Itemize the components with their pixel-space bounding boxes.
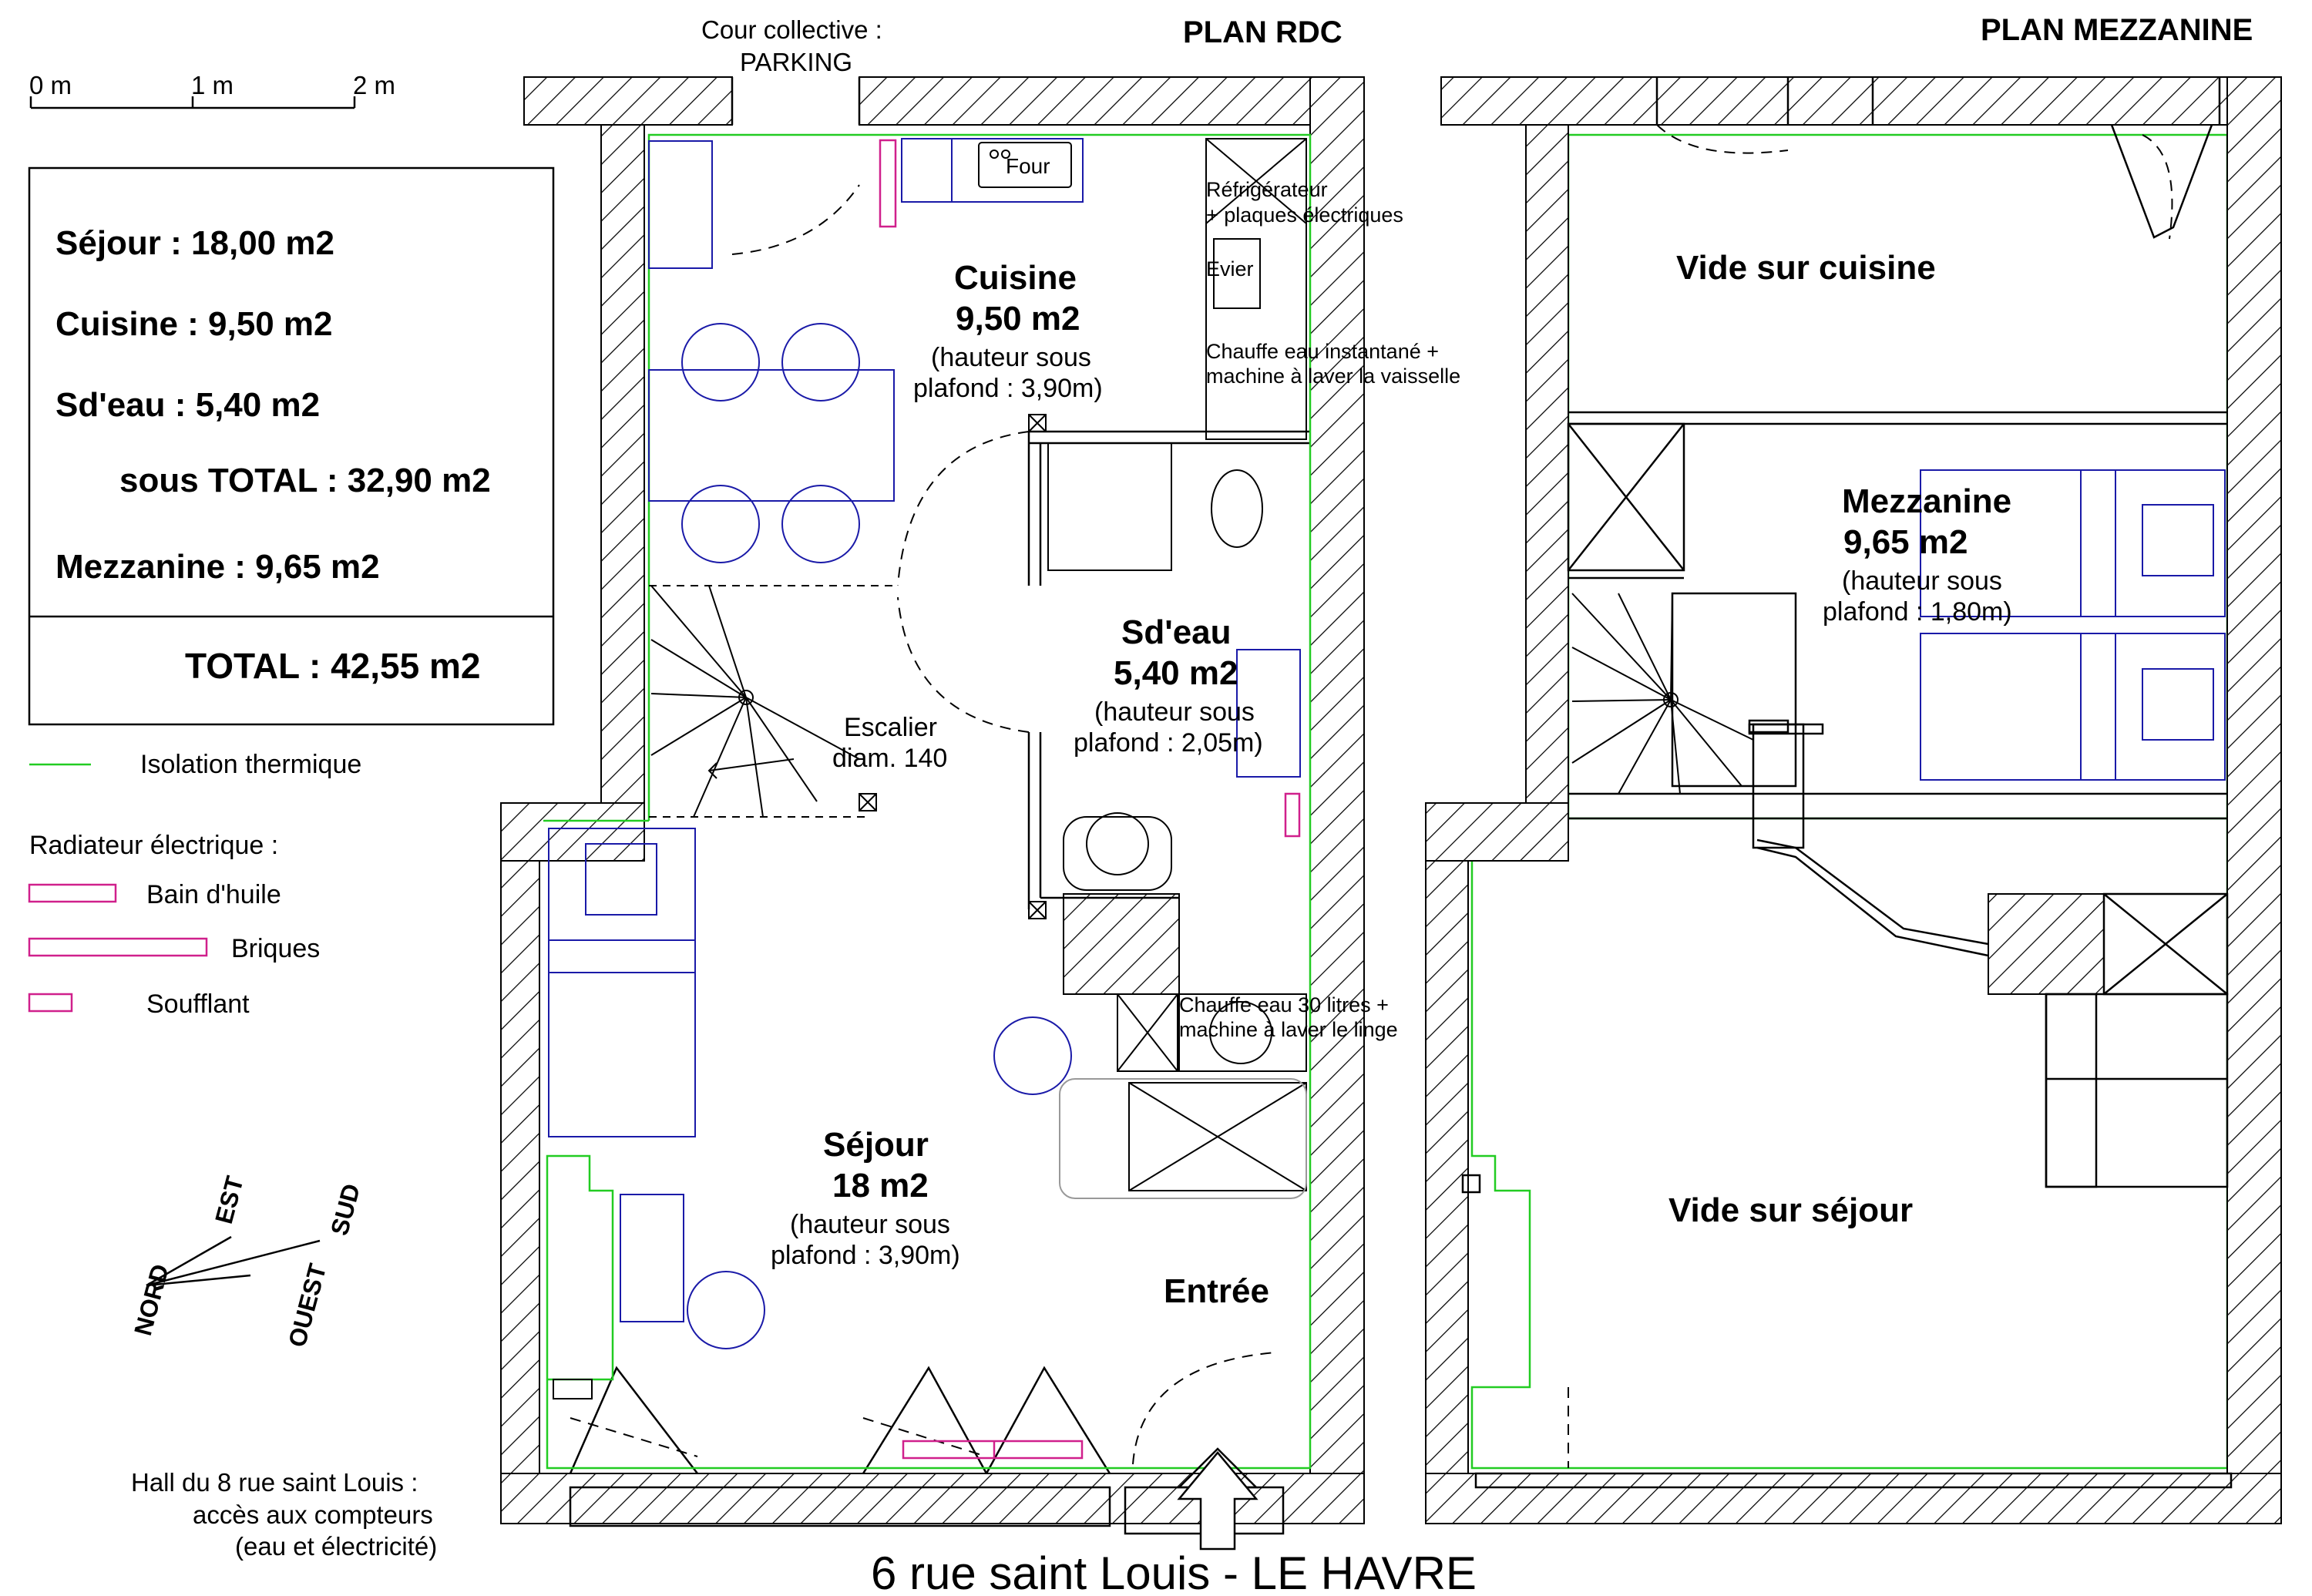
chauffe30-label-1: Chauffe eau 30 litres +: [1179, 993, 1389, 1016]
legend-bain-huile-label: Bain d'huile: [146, 880, 281, 909]
vide-sejour-label: Vide sur séjour: [1668, 1191, 1913, 1229]
area-total: TOTAL : 42,55 m2: [185, 646, 480, 686]
compass-ouest: OUEST: [283, 1261, 331, 1350]
rdc-window-swings: [569, 1366, 1111, 1474]
room-sejour-area: 18 m2: [832, 1167, 929, 1205]
area-cuisine: Cuisine : 9,50 m2: [55, 305, 332, 343]
legend-briques-label: Briques: [231, 934, 320, 963]
room-cuisine-area: 9,50 m2: [956, 300, 1080, 338]
room-sdeau-area: 5,40 m2: [1114, 654, 1238, 692]
room-mezzanine-name: Mezzanine: [1842, 482, 2011, 520]
legend-soufflant-label: Soufflant: [146, 990, 250, 1019]
frigo-label-2: + plaques électriques: [1206, 203, 1403, 227]
room-mezzanine-height-2: plafond : 1,80m): [1823, 597, 2012, 627]
rdc-interior-lines: [569, 77, 1310, 1535]
room-sejour-height-2: plafond : 3,90m): [771, 1241, 960, 1270]
mezzanine-window-line: [2110, 124, 2213, 239]
legend-insulation-label: Isolation thermique: [140, 750, 361, 779]
four-label: Four: [1006, 154, 1050, 178]
room-mezzanine-height-1: (hauteur sous: [1842, 566, 2002, 596]
mezzanine-lines: [1461, 77, 2233, 1489]
rdc-furniture: [548, 138, 2226, 1349]
vide-cuisine-label: Vide sur cuisine: [1676, 249, 1936, 287]
escalier-label-1: Escalier: [844, 713, 937, 742]
room-mezzanine-area: 9,65 m2: [1843, 523, 1968, 561]
area-subtotal: sous TOTAL : 32,90 m2: [119, 462, 491, 499]
area-summary-box: [28, 166, 555, 726]
compass-nord: NORD: [129, 1261, 174, 1338]
area-mezzanine: Mezzanine : 9,65 m2: [55, 548, 380, 586]
chauffe30-label-2: machine à laver le linge: [1179, 1018, 1398, 1041]
room-sejour-name: Séjour: [823, 1126, 929, 1164]
mezzanine-walls: [1425, 76, 2282, 1524]
hall-label-1: Hall du 8 rue saint Louis :: [131, 1468, 418, 1497]
room-sejour-height-1: (hauteur sous: [790, 1210, 950, 1239]
footer-address: 6 rue saint Louis - LE HAVRE: [871, 1547, 1477, 1596]
room-sdeau-name: Sd'eau: [1121, 613, 1232, 651]
meter-symbol: [553, 1379, 593, 1399]
entrance-arrow-shape: [1177, 1451, 1258, 1551]
heading-plan-mezzanine: PLAN MEZZANINE: [1981, 13, 2253, 47]
legend-briques-swatch: [28, 937, 208, 957]
scale-label-2: 2 m: [353, 71, 395, 99]
legend-soufflant-swatch: [28, 993, 73, 1013]
hall-label-2: accès aux compteurs: [193, 1500, 433, 1529]
room-cuisine-name: Cuisine: [954, 259, 1077, 297]
chauffe-inst-label-1: Chauffe eau instantané +: [1206, 340, 1439, 363]
evier-label: Evier: [1206, 257, 1254, 281]
compass: [146, 1235, 321, 1287]
scale-bar: [29, 96, 356, 109]
legend-radiator-title: Radiateur électrique :: [29, 831, 278, 860]
cour-label-1: Cour collective :: [701, 15, 882, 44]
mezzanine-stairs: [1571, 593, 1754, 795]
rdc-doors: [570, 184, 1276, 1465]
room-sdeau-height-2: plafond : 2,05m): [1074, 728, 1263, 758]
rdc-appliances: [978, 138, 1307, 1199]
escalier-label-2: diam. 140: [832, 744, 947, 773]
scale-label-0: 0 m: [29, 71, 72, 99]
cour-label-2: PARKING: [740, 48, 852, 76]
room-cuisine-height-1: (hauteur sous: [931, 343, 1091, 372]
compass-sud: SUD: [325, 1181, 365, 1238]
rdc-stairs: [649, 414, 1047, 919]
frigo-label-1: Réfrigérateur: [1206, 178, 1328, 201]
room-entree: Entrée: [1164, 1272, 1269, 1310]
area-sdeau: Sd'eau : 5,40 m2: [55, 386, 320, 424]
mezzanine-dashed: [1568, 124, 2173, 1468]
compass-est: EST: [210, 1173, 249, 1227]
hall-label-3: (eau et électricité): [235, 1532, 437, 1561]
heading-plan-rdc: PLAN RDC: [1183, 15, 1343, 49]
scale-label-1: 1 m: [191, 71, 234, 99]
radiators: [879, 139, 1301, 1460]
room-sdeau-height-1: (hauteur sous: [1094, 697, 1255, 727]
legend-bain-huile-swatch: [28, 883, 117, 903]
chauffe-inst-label-2: machine à laver la vaisselle: [1206, 365, 1460, 388]
room-cuisine-height-2: plafond : 3,90m): [913, 374, 1103, 403]
area-sejour: Séjour : 18,00 m2: [55, 224, 334, 262]
